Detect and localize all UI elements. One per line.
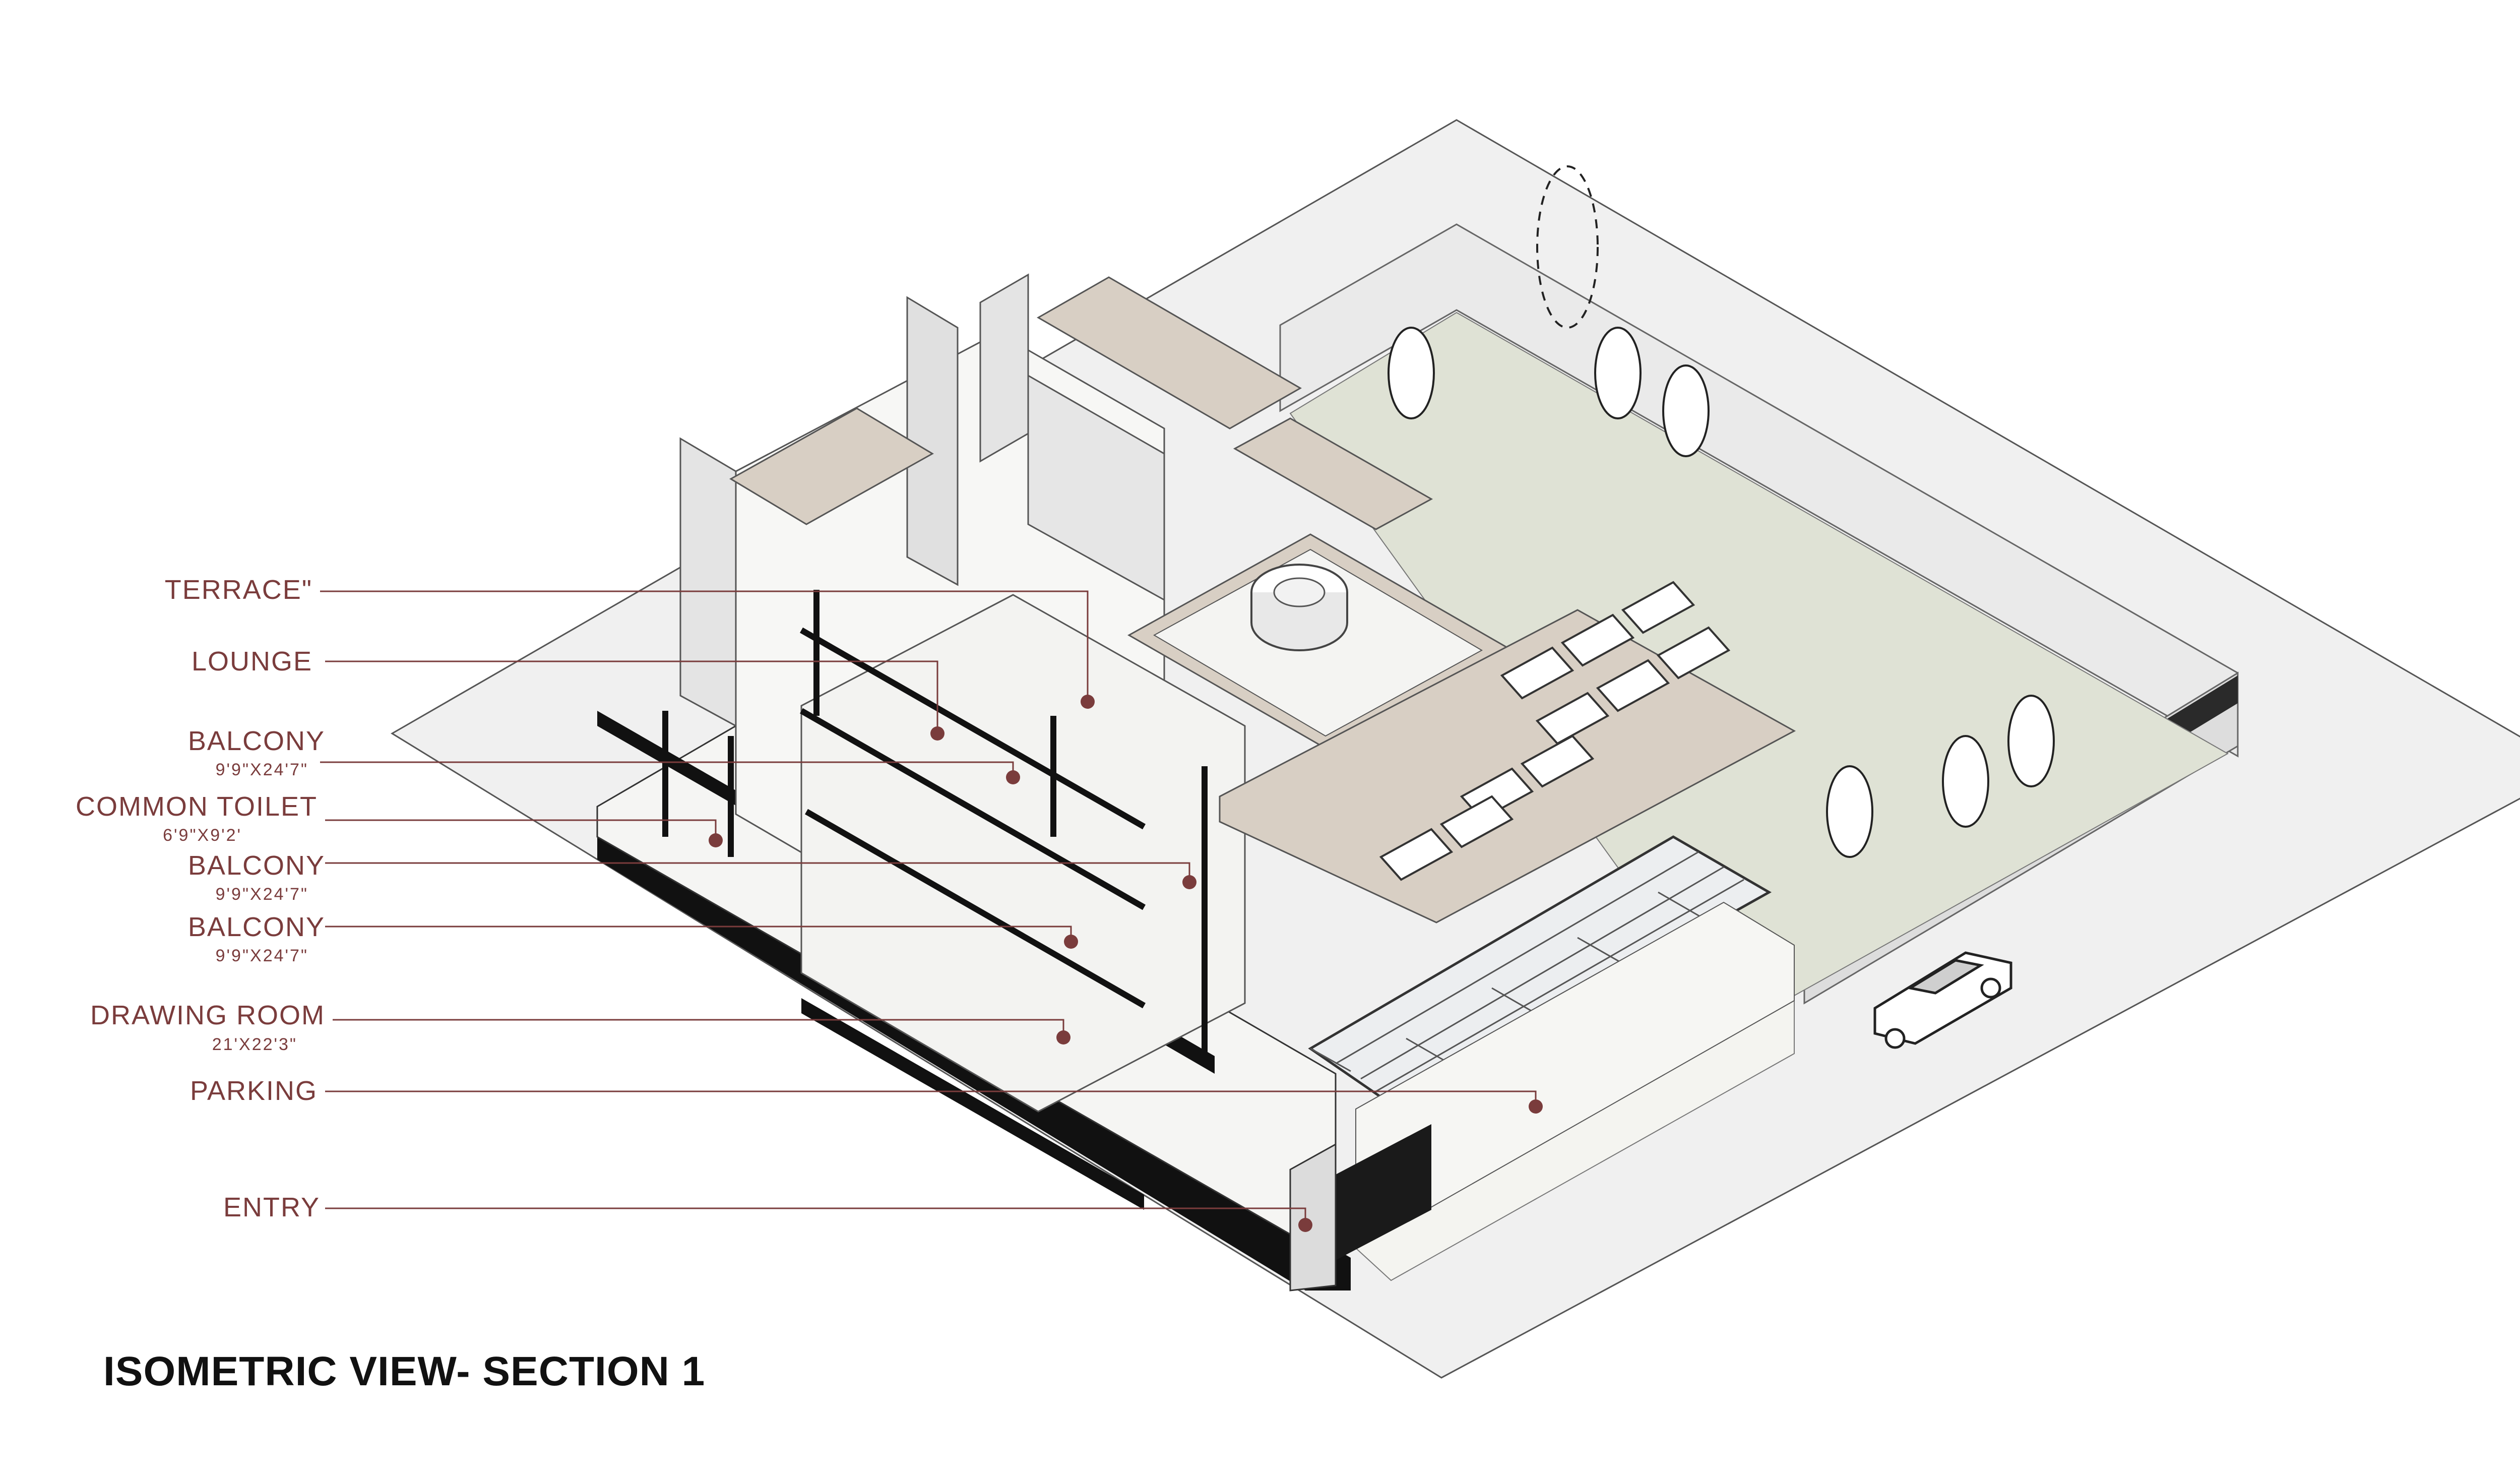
main-block-floor-1 [800,594,1246,1113]
label-drawing-room: DRAWING ROOM [90,1000,325,1030]
label-balcony-3: BALCONY [188,912,325,942]
label-balcony-1: BALCONY [188,726,325,756]
label-parking: PARKING [190,1076,318,1106]
roof-slab-top [1036,276,1302,429]
upper-stair-core [979,273,1029,463]
car-icon [1873,951,2012,1049]
tree-icon [1388,165,2055,858]
carport-pergola [1308,835,1772,1105]
roof-slab-left [729,407,934,525]
label-common-toilet-dim: 6'9"X9'2' [163,826,242,845]
drawing-title: ISOMETRIC VIEW- SECTION 1 [103,1348,705,1394]
label-drawing-room-dim: 21'X22'3" [212,1035,297,1054]
upper-side-wall [906,296,959,586]
spiral-stair-body [1250,592,1348,651]
front-section-face-3 [801,998,1144,1210]
label-balcony-1-dim: 9'9"X24'7" [216,760,308,779]
section-floor-lines [662,590,1208,1064]
entry-pier [1289,1143,1337,1292]
label-common-toilet: COMMON TOILET [76,791,318,822]
label-balcony-2: BALCONY [188,850,325,881]
spiral-stair-inner [1273,577,1326,607]
label-balcony-2-dim: 9'9"X24'7" [216,885,308,904]
solar-panel-icon [1379,581,1731,881]
upper-side-wall-2 [1027,374,1165,601]
label-balcony-3-dim: 9'9"X24'7" [216,946,308,965]
label-entry: ENTRY [223,1192,320,1222]
parking-gate [1336,1124,1431,1260]
boundary-wall-back [1279,223,2239,758]
label-terrace: TERRACE" [165,575,312,605]
label-lounge: LOUNGE [192,646,312,677]
roof-slab-mid [1233,417,1433,530]
leader-lines [320,590,1543,1232]
main-block-left [679,437,737,727]
